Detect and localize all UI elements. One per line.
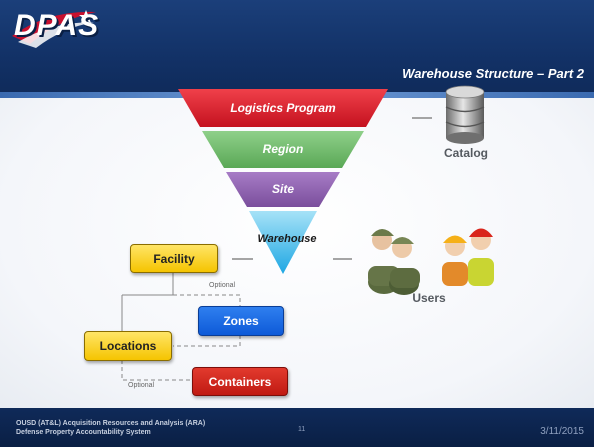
tier-logistics-program-label: Logistics Program [230,101,336,115]
zones-box: Zones [198,306,284,336]
catalog-label: Catalog [444,146,488,160]
optional-note-zones: Optional [209,282,236,289]
locations-box: Locations [84,331,172,361]
star-icon [79,10,93,23]
tier-warehouse-label: Warehouse [257,233,316,245]
facility-box: Facility [130,244,218,273]
containers-box: Containers [192,367,288,396]
header-bar [0,0,594,98]
zones-locations-link [173,335,241,347]
tier-region-label: Region [263,142,304,156]
footer-system-line: Defense Property Accountability System [16,429,151,436]
optional-note-containers: Optional [128,382,155,389]
slide-title: Warehouse Structure – Part 2 [402,66,584,81]
optional-containers-link [121,360,192,381]
logo-text: DPAS [14,9,100,42]
logo-swoosh-icon [12,10,96,48]
dpas-logo [8,6,100,50]
footer-bar [0,408,594,447]
tier-site [226,172,340,207]
tier-logistics-program [178,89,388,127]
tier-warehouse [249,211,317,274]
users-label: Users [412,291,446,305]
database-icon [445,85,485,144]
page-number: 11 [298,426,306,433]
tier-region [202,131,364,168]
users-group-icon [368,228,494,295]
tier-site-label: Site [272,182,294,196]
optional-zones-link [173,294,241,306]
footer-date: 3/11/2015 [540,426,584,437]
footer-org-line: OUSD (AT&L) Acquisition Resources and An… [16,420,206,427]
